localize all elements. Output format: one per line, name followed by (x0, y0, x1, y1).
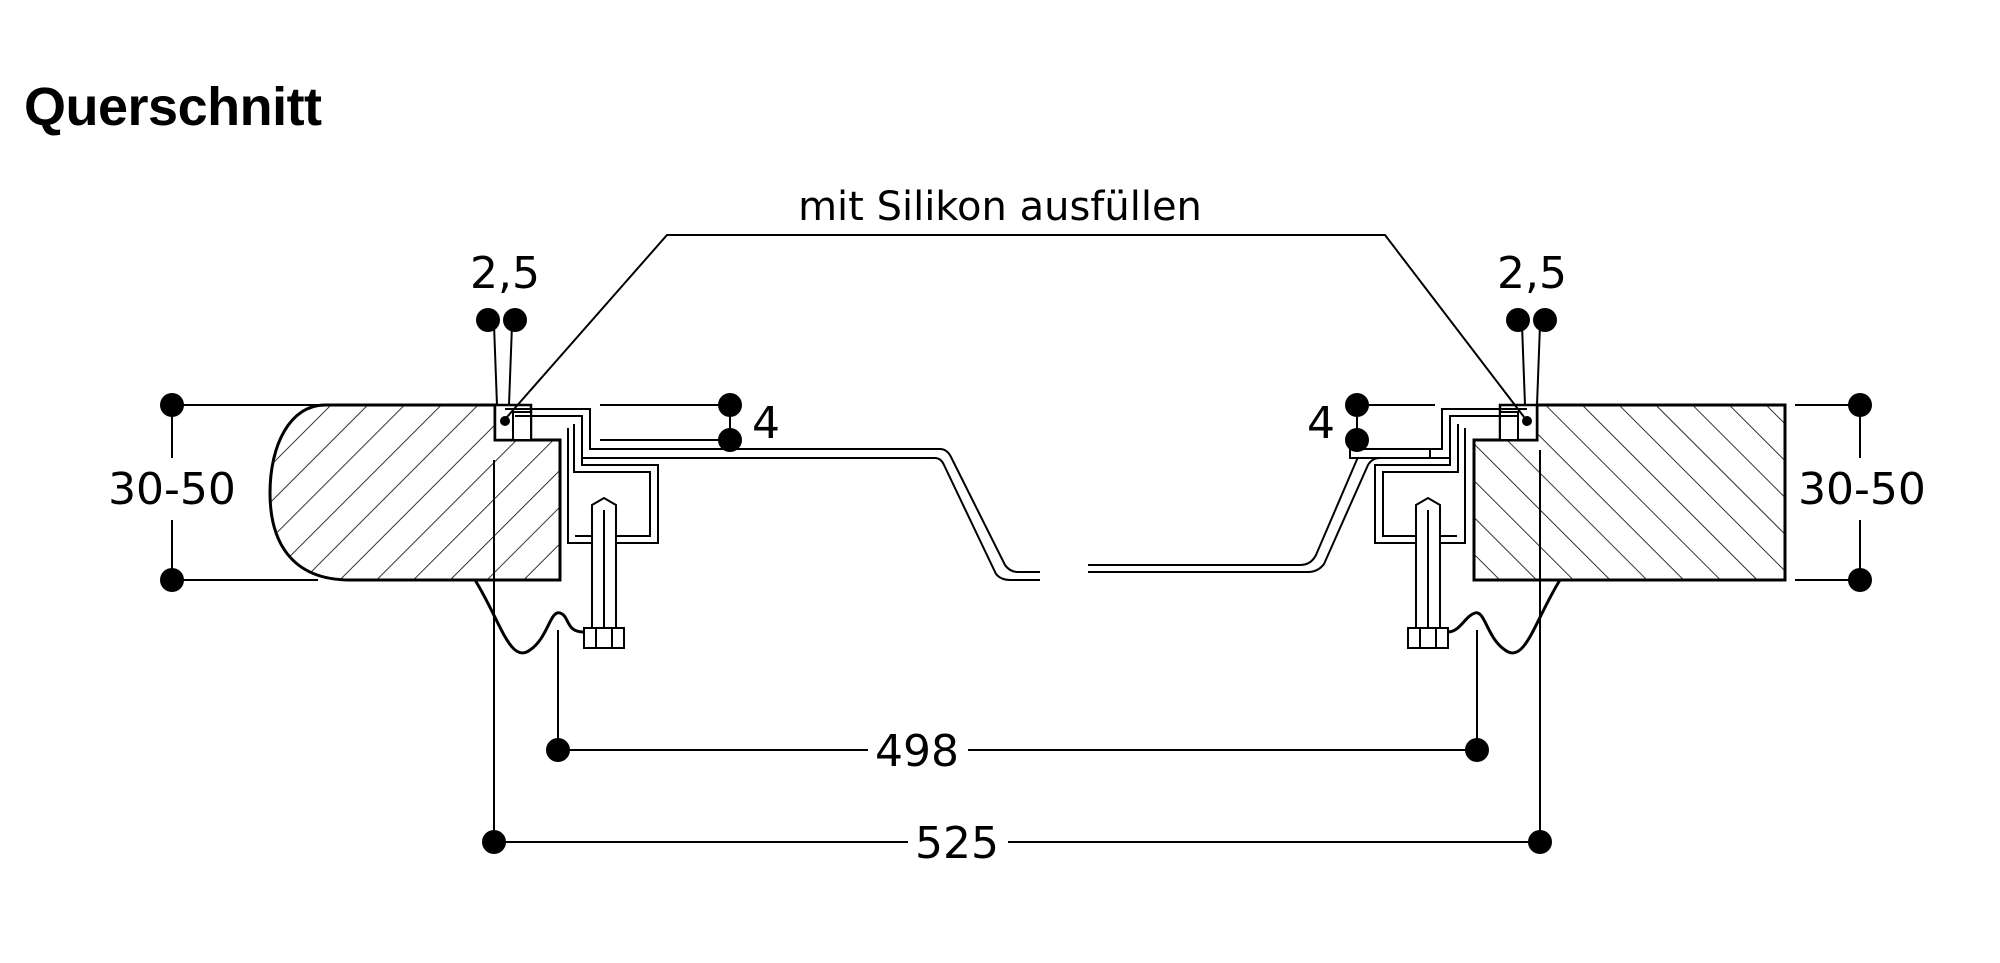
seal-wave-left (473, 579, 585, 655)
screw-right (1407, 496, 1449, 649)
silicone-dot-right (1522, 416, 1532, 426)
mounting-bracket-right (1374, 422, 1466, 544)
step-label-right: 4 (1307, 398, 1335, 449)
page-title: Querschnitt (24, 77, 322, 137)
step-label-left: 4 (752, 398, 780, 449)
dimension-gap-left (476, 308, 527, 406)
dimension-gap-right (1506, 308, 1557, 406)
dimension-inner-width (546, 630, 1489, 762)
screw-left (583, 496, 625, 649)
dimension-step-left (600, 393, 742, 452)
thickness-label-left: 30-50 (108, 464, 236, 515)
gap-label-right: 2,5 (1497, 248, 1567, 299)
worktop-left (268, 403, 562, 582)
cooktop-profile-left (505, 408, 1040, 573)
silicone-dot-left (500, 416, 510, 426)
outer-width-label: 525 (915, 818, 999, 869)
gap-label-left: 2,5 (470, 248, 540, 299)
seal-wave-right (1447, 579, 1562, 655)
silicone-note: mit Silikon ausfüllen (798, 184, 1202, 230)
dimension-thickness-left (160, 393, 322, 592)
leader-line-silicone (506, 234, 1525, 418)
dimension-step-right (1345, 393, 1435, 452)
dimension-thickness-right (1795, 393, 1872, 592)
inner-width-label: 498 (875, 726, 959, 777)
mounting-bracket-left (567, 422, 659, 544)
thickness-label-right: 30-50 (1798, 464, 1926, 515)
dimension-outer-width (482, 450, 1552, 854)
